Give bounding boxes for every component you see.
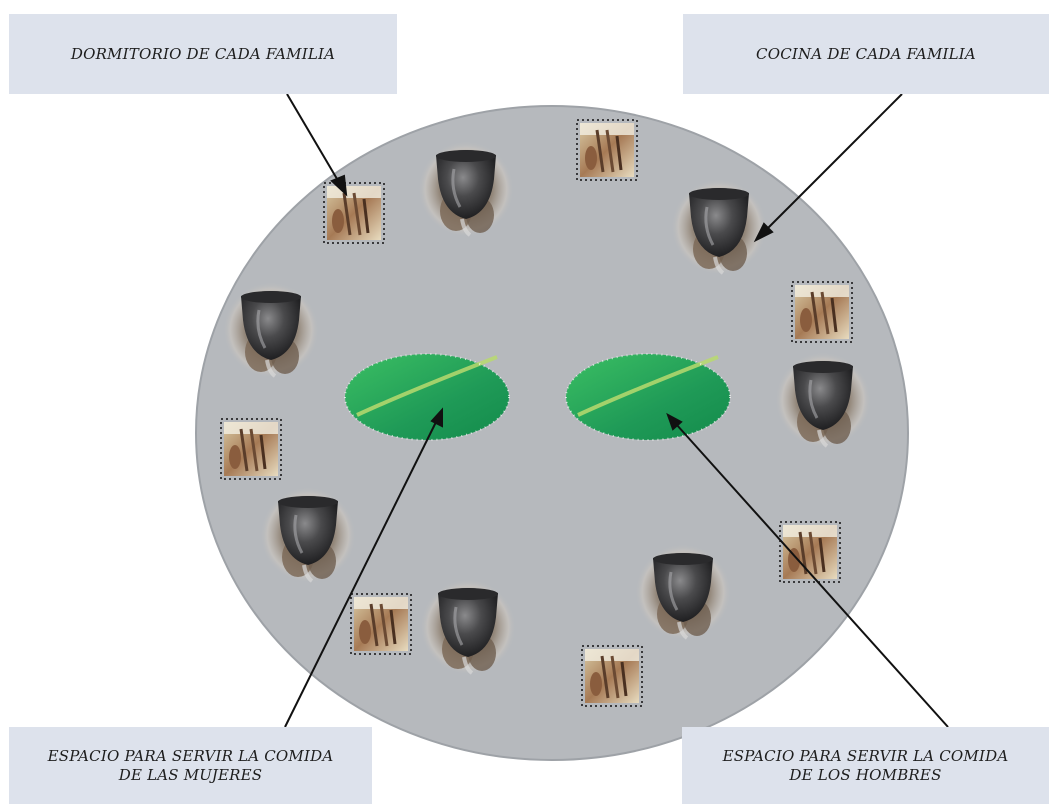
cooking-pot-icon <box>221 280 321 380</box>
cooking-pot-icon <box>773 350 873 450</box>
bedroom-photo-icon <box>219 417 283 481</box>
arrowhead-kitchen <box>753 222 774 243</box>
arrow-to-women-leaf <box>284 419 438 728</box>
cooking-pot-icon <box>258 485 358 585</box>
bedroom-photo-icon <box>575 118 639 182</box>
women-serving-leaf-icon <box>343 352 511 442</box>
arrowhead-bedroom <box>330 174 348 197</box>
bedroom-photo-icon <box>322 181 386 245</box>
label-espacio-mujeres: ESPACIO PARA SERVIR LA COMIDA DE LAS MUJ… <box>9 727 372 804</box>
label-dormitorio-text: DORMITORIO DE CADA FAMILIA <box>70 44 336 63</box>
arrowhead-women-leaf <box>430 407 443 428</box>
pointer-arrows <box>284 93 949 728</box>
label-espacio-hombres: ESPACIO PARA SERVIR LA COMIDA DE LOS HOM… <box>682 727 1049 804</box>
arrowhead-men-leaf <box>666 412 683 431</box>
arrow-to-men-leaf <box>675 423 949 728</box>
label-espacio-mujeres-line2: DE LAS MUJERES <box>118 765 263 784</box>
bedroom-photo-icon <box>580 644 644 708</box>
label-espacio-hombres-line1: ESPACIO PARA SERVIR LA COMIDA <box>722 746 1009 765</box>
label-espacio-hombres-line2: DE LOS HOMBRES <box>789 765 942 784</box>
cooking-pot-icon <box>633 542 733 642</box>
label-cocina: COCINA DE CADA FAMILIA <box>683 14 1049 94</box>
cooking-pot-icon <box>416 139 516 239</box>
cooking-pot-icon <box>669 177 769 277</box>
arrow-to-bedroom <box>286 93 341 185</box>
bedroom-photo-icon <box>349 592 413 656</box>
arrow-to-kitchen <box>765 93 903 231</box>
bedroom-photo-icon <box>790 280 854 344</box>
label-espacio-mujeres-line1: ESPACIO PARA SERVIR LA COMIDA <box>47 746 334 765</box>
cooking-pot-icon <box>418 577 518 677</box>
label-cocina-text: COCINA DE CADA FAMILIA <box>756 44 976 63</box>
men-serving-leaf-icon <box>564 352 732 442</box>
label-dormitorio: DORMITORIO DE CADA FAMILIA <box>9 14 397 94</box>
